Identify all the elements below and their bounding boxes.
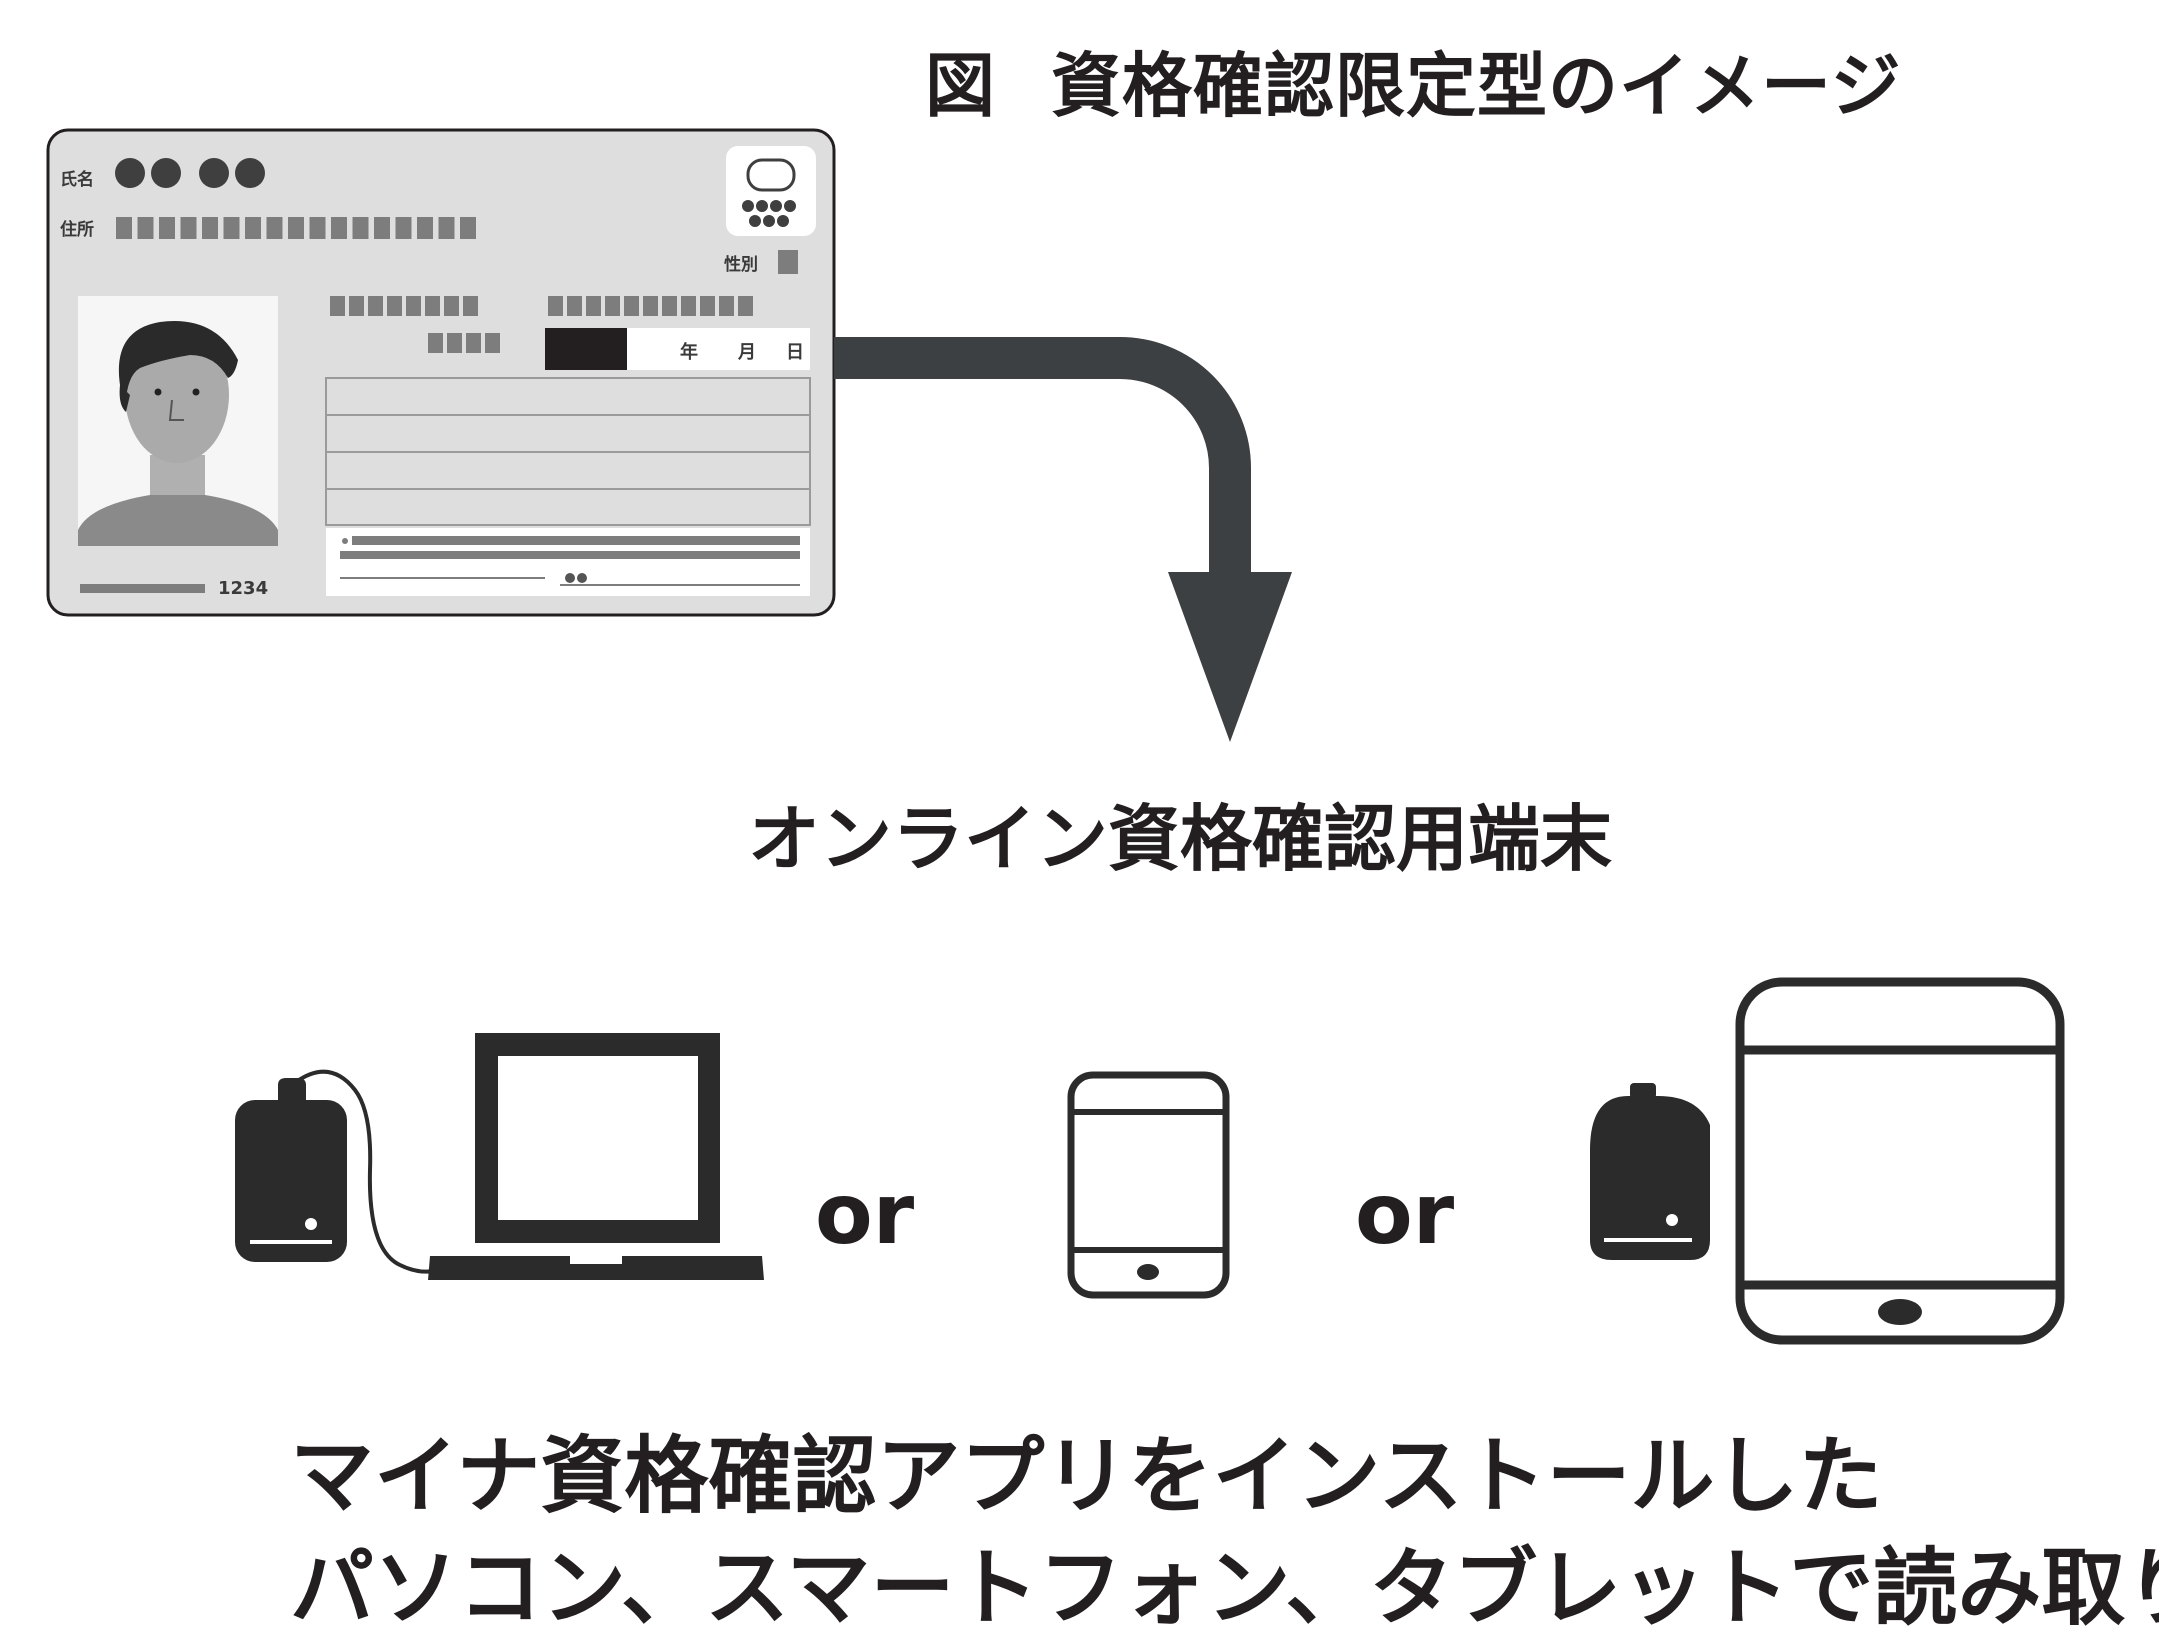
card-placeholder-block xyxy=(406,296,421,316)
card-placeholder-block xyxy=(438,217,455,239)
card-placeholder-block xyxy=(374,217,390,239)
card-placeholder-block xyxy=(643,296,658,316)
card-placeholder-block xyxy=(288,217,304,239)
or-label-1: or xyxy=(815,1165,915,1263)
card-date-filled xyxy=(545,328,627,370)
terminal-label: オンライン資格確認用端末 xyxy=(748,797,1613,881)
card-placeholder-block xyxy=(548,296,563,316)
card-placeholder-block xyxy=(425,296,440,316)
card-placeholder-block xyxy=(417,217,433,239)
card-placeholder-block xyxy=(180,217,197,239)
card-placeholder-block xyxy=(681,296,696,316)
card-date-day: 日 xyxy=(786,342,804,363)
card-reader-left-icon xyxy=(235,1078,347,1262)
card-placeholder-block xyxy=(605,296,620,316)
card-date-month: 月 xyxy=(737,342,756,363)
card-placeholder-block xyxy=(460,217,476,239)
smartphone-icon xyxy=(1067,1071,1230,1299)
card-photo-number: 1234 xyxy=(218,578,268,599)
reader-cable xyxy=(294,1069,441,1274)
card-photo-bar xyxy=(80,584,205,593)
card-placeholder-block xyxy=(116,217,132,239)
card-address-blocks xyxy=(116,217,476,239)
card-placeholder-block xyxy=(159,217,175,239)
card-note-box xyxy=(326,528,810,596)
card-birth-blocks-era xyxy=(428,333,500,353)
card-placeholder-block xyxy=(352,217,369,239)
card-placeholder-block xyxy=(624,296,639,316)
card-date-year: 年 xyxy=(680,341,698,363)
card-placeholder-block xyxy=(447,333,462,353)
card-placeholder-block xyxy=(485,333,500,353)
card-placeholder-block xyxy=(202,217,218,239)
card-sex-value xyxy=(778,250,798,274)
tablet-icon xyxy=(1735,977,2065,1345)
card-placeholder-block xyxy=(331,217,347,239)
card-chip-emblem xyxy=(726,146,816,236)
flow-arrow xyxy=(834,337,1292,742)
figure-title-text: 資格確認限定型のイメージ xyxy=(1051,45,1902,127)
card-placeholder-block xyxy=(330,296,345,316)
card-placeholder-block xyxy=(466,333,481,353)
or-label-2: or xyxy=(1355,1165,1455,1263)
my-number-card: 氏名 住所 性別 xyxy=(46,128,836,617)
card-placeholder-block xyxy=(586,296,601,316)
card-placeholder-block xyxy=(738,296,753,316)
card-placeholder-block xyxy=(719,296,734,316)
card-placeholder-block xyxy=(223,217,240,239)
card-name-label: 氏名 xyxy=(60,169,94,190)
card-placeholder-block xyxy=(662,296,677,316)
card-placeholder-block xyxy=(245,217,261,239)
card-photo xyxy=(78,296,278,546)
card-placeholder-block xyxy=(463,296,478,316)
card-remarks-table xyxy=(325,377,811,526)
card-placeholder-block xyxy=(395,217,412,239)
caption-line-1: マイナ資格確認アプリをインストールした xyxy=(290,1427,1883,1525)
card-placeholder-block xyxy=(700,296,715,316)
card-placeholder-block xyxy=(368,296,383,316)
card-placeholder-block xyxy=(137,217,154,239)
figure-title: 図資格確認限定型のイメージ xyxy=(925,30,1902,131)
card-placeholder-block xyxy=(428,333,443,353)
card-address-label: 住所 xyxy=(60,219,94,240)
figure-mark: 図 xyxy=(925,45,996,127)
card-reader-right-icon xyxy=(1590,1083,1710,1260)
card-name-dots xyxy=(115,158,265,188)
card-placeholder-block xyxy=(266,217,283,239)
card-placeholder-block xyxy=(309,217,326,239)
card-birth-blocks-top xyxy=(330,296,753,316)
card-sex-label: 性別 xyxy=(724,254,758,275)
caption: マイナ資格確認アプリをインストールした パソコン、スマートフォン、タブレットで読… xyxy=(290,1420,2159,1644)
card-placeholder-block xyxy=(567,296,582,316)
card-placeholder-block xyxy=(349,296,364,316)
card-placeholder-block xyxy=(444,296,459,316)
card-placeholder-block xyxy=(387,296,402,316)
caption-line-2: パソコン、スマートフォン、タブレットで読み取り xyxy=(290,1539,2159,1637)
laptop-icon xyxy=(428,1033,764,1280)
